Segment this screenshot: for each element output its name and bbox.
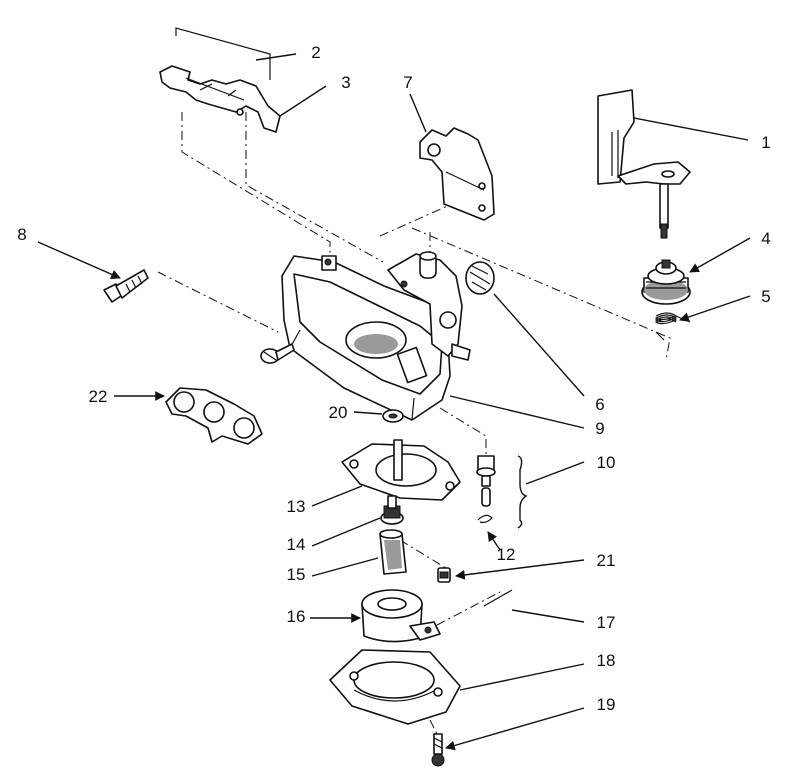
callout-22: 22 xyxy=(89,387,108,406)
leader-7 xyxy=(409,93,427,133)
callout-1: 1 xyxy=(761,133,770,152)
callout-10: 10 xyxy=(597,453,616,472)
throttle-housing-part xyxy=(387,251,471,361)
washer-part xyxy=(382,409,404,423)
callout-17: 17 xyxy=(597,613,616,632)
callout-15: 15 xyxy=(287,565,306,584)
callout-4: 4 xyxy=(761,229,770,248)
float-bowl-part xyxy=(329,649,461,725)
plug-disc-part xyxy=(465,261,495,295)
bowl-screw-part xyxy=(431,733,445,767)
linkage-bracket-part xyxy=(159,65,281,133)
callout-5: 5 xyxy=(761,287,770,306)
callout-16: 16 xyxy=(287,607,306,626)
jet-parts xyxy=(476,455,496,524)
leader-6 xyxy=(493,293,585,397)
callout-2: 2 xyxy=(311,43,320,62)
leader-12 xyxy=(487,531,501,551)
leader-8 xyxy=(37,241,121,279)
callout-6: 6 xyxy=(595,395,604,414)
leader-21 xyxy=(455,559,585,580)
float-part xyxy=(361,589,441,643)
small-screw-part xyxy=(260,343,295,364)
brace-10 xyxy=(517,455,528,529)
callout-12: 12 xyxy=(497,545,516,564)
callout-labels: 2 3 7 1 4 5 6 8 9 10 12 13 14 15 16 17 1… xyxy=(17,43,770,714)
leader-13 xyxy=(311,485,363,507)
callout-20: 20 xyxy=(329,403,348,422)
callout-8: 8 xyxy=(17,225,26,244)
leader-18 xyxy=(459,663,585,691)
leader-10 xyxy=(525,461,585,485)
nozzle-fitting-part xyxy=(380,495,404,525)
leader-17 xyxy=(511,609,585,623)
callout-9: 9 xyxy=(595,419,604,438)
callout-13: 13 xyxy=(287,497,306,516)
leader-4 xyxy=(689,237,751,273)
mounting-plate-part xyxy=(419,127,495,221)
leader-1 xyxy=(633,117,749,141)
leader-15 xyxy=(311,557,379,577)
callout-14: 14 xyxy=(287,535,306,554)
leader-5 xyxy=(679,295,751,322)
leader-9 xyxy=(449,395,585,429)
leader-20 xyxy=(353,411,383,415)
callout-18: 18 xyxy=(597,651,616,670)
bowl-gasket-part xyxy=(341,439,461,501)
spring-part xyxy=(654,312,691,341)
pin-part xyxy=(483,589,513,607)
gasket-plate-part xyxy=(165,387,263,445)
screw-part xyxy=(103,269,149,303)
callout-7: 7 xyxy=(403,73,412,92)
callout-19: 19 xyxy=(597,695,616,714)
assembly-guide-lines xyxy=(157,112,671,741)
leader-3 xyxy=(279,85,327,117)
choke-lever-part xyxy=(597,89,691,239)
gear-part xyxy=(641,259,691,305)
leader-lines xyxy=(37,53,751,751)
leader-14 xyxy=(311,517,381,547)
small-cap-part xyxy=(437,567,451,583)
leader-2 xyxy=(255,53,297,61)
float-cylinder-part xyxy=(379,529,407,575)
wire-link-part xyxy=(175,27,271,80)
callout-3: 3 xyxy=(341,73,350,92)
leader-19 xyxy=(445,707,585,751)
callout-21: 21 xyxy=(597,551,616,570)
